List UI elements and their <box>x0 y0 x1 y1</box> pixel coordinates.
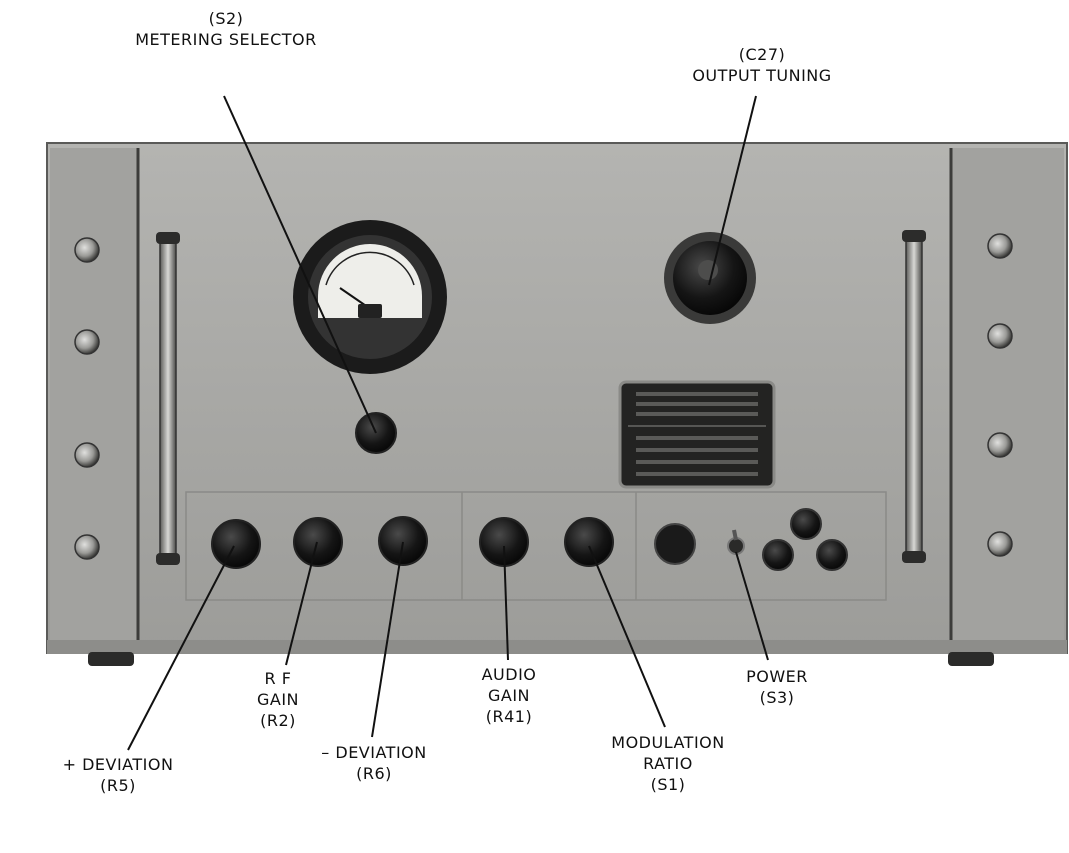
chassis-base <box>47 640 1067 654</box>
fuse-holders <box>762 508 848 571</box>
plus-deviation-knob[interactable] <box>211 519 261 569</box>
left-rail-screws <box>74 237 100 560</box>
label-minus-deviation-line1: – DEVIATION <box>321 743 427 762</box>
leader-audio-gain <box>503 545 509 661</box>
left-rail <box>50 148 138 648</box>
label-power-line1: POWER <box>746 667 808 686</box>
label-metering-selector: (S2) METERING SELECTOR <box>108 8 344 50</box>
label-output-tuning-line1: (C27) <box>738 45 786 64</box>
leader-modulation-ratio <box>588 545 666 728</box>
label-modulation-ratio-line2: RATIO <box>643 754 693 773</box>
label-minus-deviation: – DEVIATION (R6) <box>294 742 454 784</box>
rf-gain-knob[interactable] <box>293 517 343 567</box>
front-panel <box>46 142 1068 654</box>
label-audio-gain-line3: (R41) <box>485 707 533 726</box>
label-audio-gain-line1: AUDIO <box>481 665 537 684</box>
label-metering-selector-line2: METERING SELECTOR <box>135 30 317 49</box>
minus-deviation-knob[interactable] <box>378 516 428 566</box>
label-rf-gain: R F GAIN (R2) <box>238 668 318 731</box>
leader-minus-deviation <box>371 541 404 738</box>
label-minus-deviation-line2: (R6) <box>356 764 392 783</box>
leader-plus-deviation <box>127 545 235 751</box>
label-plus-deviation-line2: (R5) <box>100 776 136 795</box>
label-rf-gain-line2: GAIN <box>256 690 300 709</box>
label-plus-deviation: + DEVIATION (R5) <box>38 754 198 796</box>
right-handle <box>902 230 926 563</box>
label-power: POWER (S3) <box>722 666 832 708</box>
label-output-tuning-line2: OUTPUT TUNING <box>692 66 832 85</box>
nameplate <box>618 380 776 489</box>
label-plus-deviation-line1: + DEVIATION <box>62 755 174 774</box>
control-strip <box>185 491 887 601</box>
label-rf-gain-line3: (R2) <box>260 711 296 730</box>
leader-metering-selector <box>223 95 377 434</box>
left-handle <box>156 232 180 565</box>
label-modulation-ratio-line1: MODULATION <box>611 733 725 752</box>
label-metering-selector-line1: (S2) <box>208 9 244 28</box>
label-output-tuning: (C27) OUTPUT TUNING <box>672 44 852 86</box>
leader-output-tuning <box>708 95 757 286</box>
modulation-ratio-knob[interactable] <box>564 517 614 567</box>
label-audio-gain-line2: GAIN <box>487 686 531 705</box>
meter <box>293 220 447 374</box>
leader-rf-gain <box>285 541 318 666</box>
right-rail-screws <box>987 233 1013 557</box>
indicator-lamp <box>654 523 696 565</box>
label-audio-gain: AUDIO GAIN (R41) <box>464 664 554 727</box>
label-rf-gain-line1: R F <box>264 669 292 688</box>
left-foot <box>88 652 134 666</box>
right-foot <box>948 652 994 666</box>
leader-power <box>735 551 769 661</box>
label-power-line2: (S3) <box>759 688 795 707</box>
leader-lines <box>127 95 769 751</box>
label-modulation-ratio-line3: (S1) <box>650 775 686 794</box>
right-rail <box>952 148 1064 648</box>
label-modulation-ratio: MODULATION RATIO (S1) <box>588 732 748 795</box>
